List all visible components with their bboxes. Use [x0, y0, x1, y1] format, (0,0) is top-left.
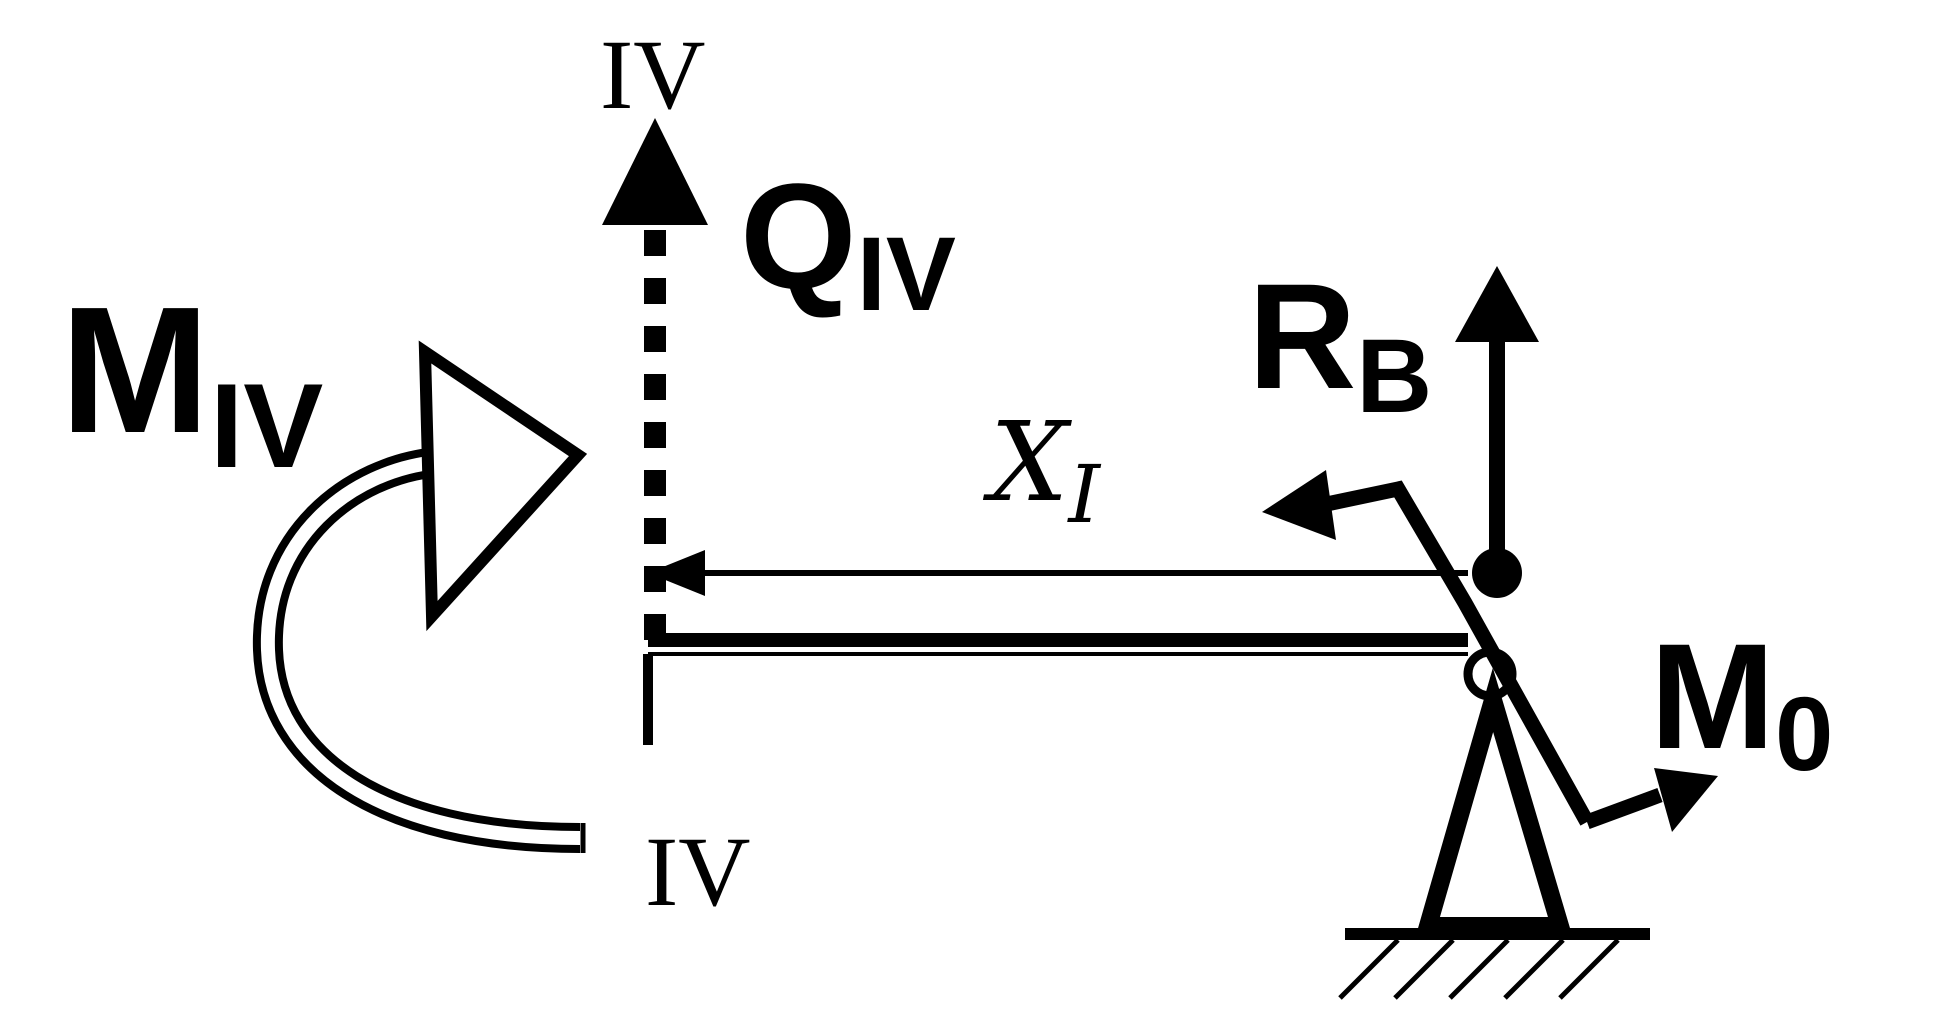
applied-moment-subscript: 0: [1775, 676, 1833, 793]
distance-label: XI: [982, 398, 1101, 541]
shear-force-symbol: Q: [740, 152, 857, 320]
shear-force-arrow: [602, 118, 708, 225]
section-label-bottom: IV: [645, 816, 751, 927]
distance-symbol: X: [982, 398, 1072, 526]
section-label-top: IV: [600, 19, 706, 130]
shear-force-label: QIV: [740, 152, 956, 333]
bending-moment-arrow: [252, 340, 588, 853]
reaction-symbol: R: [1248, 252, 1356, 420]
hinge-joint: [1472, 548, 1522, 598]
applied-moment-label: M0: [1650, 612, 1833, 793]
reaction-subscript: B: [1356, 318, 1432, 435]
distance-subscript: I: [1066, 448, 1101, 541]
ground-hatching: [1338, 938, 1620, 1000]
shear-force-subscript: IV: [857, 216, 956, 333]
distance-dimension: [648, 550, 1468, 596]
applied-moment-symbol: M: [1650, 612, 1775, 780]
bending-moment-subscript: IV: [210, 359, 323, 493]
bending-moment-label: MIV: [60, 270, 323, 493]
bending-moment-symbol: M: [60, 270, 210, 471]
pinned-support: [1338, 647, 1650, 1000]
beam: [643, 633, 1468, 745]
reaction-arrow: [1455, 266, 1539, 568]
applied-moment-arrow: [1262, 470, 1718, 832]
reaction-label: RB: [1248, 252, 1432, 435]
